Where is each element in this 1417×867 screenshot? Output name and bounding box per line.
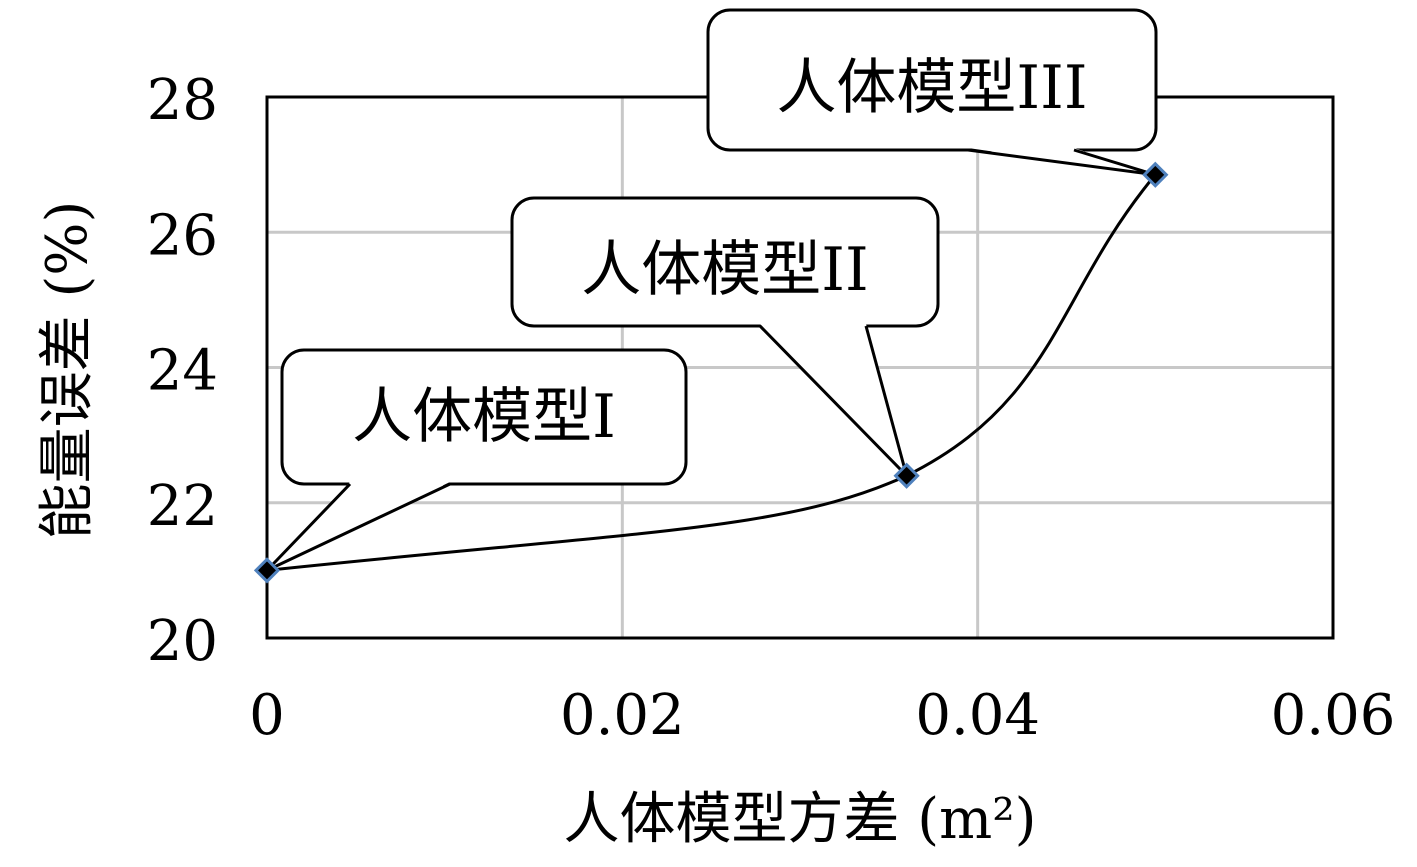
y-tick-label: 26 (147, 203, 218, 268)
callout-label: 人体模型I (352, 382, 616, 452)
y-tick-labels: 20 22 24 26 28 (147, 68, 218, 674)
markers (253, 161, 1169, 584)
y-axis-title: 能量误差 (%) (35, 201, 100, 540)
x-tick-label: 0.06 (1271, 683, 1396, 748)
y-tick-label: 24 (147, 339, 218, 404)
callout-box (706, 8, 1158, 152)
callout: 人体模型I (265, 348, 688, 572)
callout-box (280, 348, 688, 486)
callout-label: 人体模型II (581, 235, 868, 305)
data-point-marker (253, 557, 281, 584)
callouts: 人体模型I 人体模型II 人体模型III (265, 8, 1158, 572)
callout: 人体模型III (706, 8, 1158, 177)
x-tick-label: 0.04 (915, 683, 1040, 748)
y-tick-label: 20 (147, 609, 218, 674)
callout-box (510, 196, 940, 328)
x-tick-label: 0 (249, 683, 285, 748)
data-point-marker (893, 462, 920, 489)
data-point-marker (1142, 161, 1169, 188)
x-tick-label: 0.02 (560, 683, 685, 748)
y-tick-label: 28 (147, 68, 218, 133)
series-line (266, 173, 1157, 572)
callout-label: 人体模型III (776, 53, 1087, 123)
callout: 人体模型II (510, 196, 940, 481)
x-tick-labels: 0 0.02 0.04 0.06 (249, 683, 1395, 748)
x-axis-title: 人体模型方差 (m²) (563, 787, 1036, 852)
y-tick-label: 22 (147, 474, 218, 539)
